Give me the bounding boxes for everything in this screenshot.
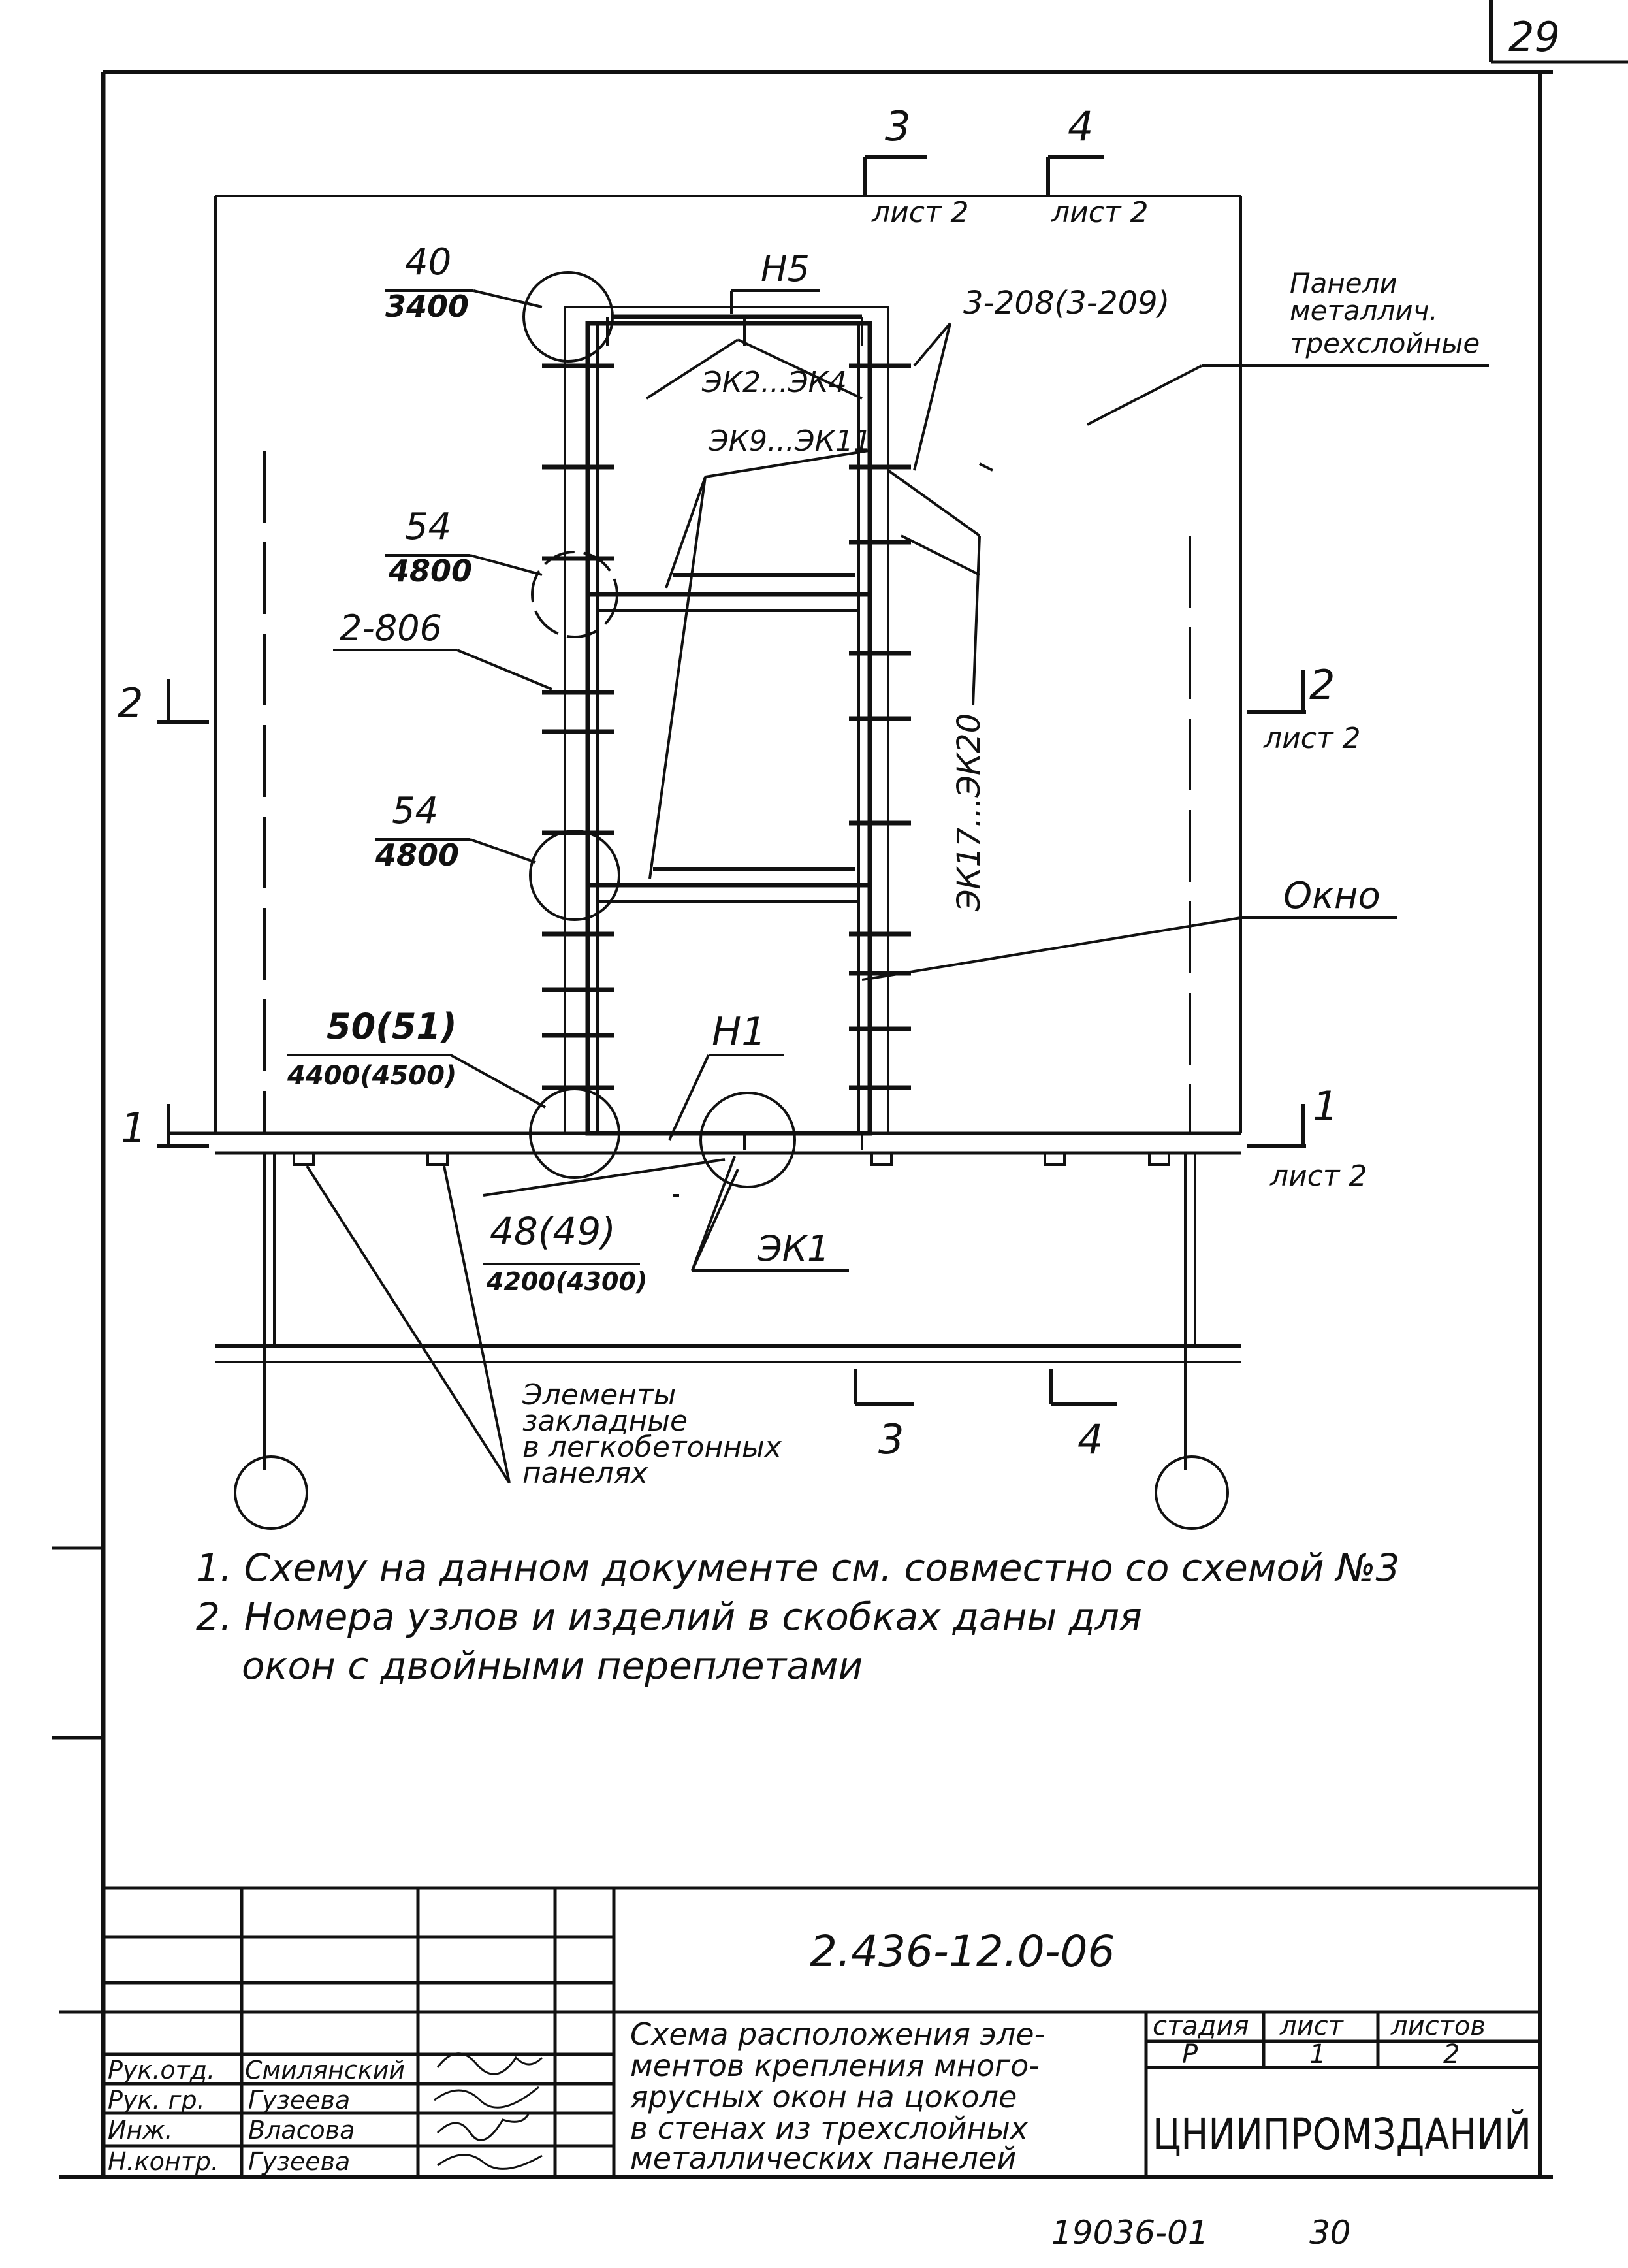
label-ek9-11: ЭК9...ЭК11 <box>708 425 872 458</box>
title-line-1: Схема расположения эле- <box>630 2017 1045 2052</box>
node-5-den: 4200(4300) <box>486 1267 647 1296</box>
node-3-den: 4800 <box>375 837 459 873</box>
signatures <box>434 2052 543 2170</box>
node-4-num: 50(51) <box>327 1006 457 1047</box>
element-labels: Н5 Н1 ЭК2...ЭК4 ЭК9...ЭК11 ЭК17...ЭК20 Э… <box>340 248 1480 1490</box>
section-3-top: 3 <box>885 103 910 150</box>
label-embedded-2: закладные <box>522 1404 688 1438</box>
node-3-num: 54 <box>392 790 438 832</box>
section-4-top: 4 <box>1068 103 1093 150</box>
node-2-den: 4800 <box>388 553 472 589</box>
footer: 19036-01 30 <box>1051 2214 1351 2252</box>
node-circles <box>522 271 796 1188</box>
section-marks <box>157 155 1306 1406</box>
node-2-num: 54 <box>405 506 451 548</box>
sheet-value: 1 <box>1309 2039 1326 2069</box>
title-line-5: металлических панелей <box>630 2141 1016 2176</box>
section-3-top-ref: лист 2 <box>871 196 969 229</box>
label-h1: Н1 <box>712 1009 766 1055</box>
section-4-top-ref: лист 2 <box>1051 196 1149 229</box>
sheet-header: лист <box>1279 2011 1345 2041</box>
node-circle-50 <box>529 1088 620 1179</box>
wall-panel-outline <box>170 195 1242 1135</box>
page-number: 30 <box>1309 2214 1351 2252</box>
stage-value: Р <box>1182 2039 1198 2069</box>
section-2-left: 2 <box>118 679 143 727</box>
section-4-bottom: 4 <box>1077 1416 1103 1463</box>
role-3: Инж. <box>108 2116 173 2145</box>
label-h5: Н5 <box>761 248 810 289</box>
label-ek17-20: ЭК17...ЭК20 <box>951 713 987 912</box>
label-embedded-3: в легкобетонных <box>522 1431 782 1464</box>
name-1: Смилянский <box>245 2056 405 2084</box>
role-4: Н.контр. <box>108 2147 219 2176</box>
notes: 1. Схему на данном документе см. совмест… <box>196 1546 1399 1688</box>
section-labels: 3 4 лист 2 лист 2 3 4 2 1 2 лист 2 1 лис… <box>118 103 1367 1463</box>
section-2-right: 2 <box>1309 661 1335 709</box>
section-3-bottom: 3 <box>878 1416 904 1463</box>
window-frame <box>542 306 911 1150</box>
label-embedded-4: панелях <box>522 1457 648 1490</box>
doc-code: 2.436-12.0-06 <box>810 1926 1115 1977</box>
sheets-header: листов <box>1390 2011 1486 2041</box>
section-1-left: 1 <box>121 1104 146 1152</box>
label-window: Окно <box>1283 875 1381 917</box>
title-line-4: в стенах из трехслойных <box>630 2111 1029 2146</box>
note-2-cont: окон с двойными переплетами <box>242 1644 863 1688</box>
node-1-den: 3400 <box>385 289 469 324</box>
role-2: Рук. гр. <box>108 2086 205 2114</box>
stage-header: стадия <box>1153 2011 1249 2041</box>
title-block: 2.436-12.0-06 Схема расположения эле- ме… <box>59 1886 1540 2177</box>
plinth-support-circle <box>234 1455 308 1530</box>
name-3: Власова <box>248 2116 355 2145</box>
name-2: Гузеева <box>248 2086 350 2114</box>
node-circle-48 <box>699 1092 796 1188</box>
inventory-number: 19036-01 <box>1051 2214 1209 2252</box>
drawing-frame <box>52 70 1553 2179</box>
label-ek1: ЭК1 <box>757 1228 829 1269</box>
organization-name: ЦНИИПРОМЗДАНИЙ <box>1153 2109 1531 2160</box>
label-panels-2: металлич. <box>1290 295 1438 327</box>
section-2-right-ref: лист 2 <box>1263 722 1361 755</box>
label-embedded-1: Элементы <box>522 1378 676 1412</box>
node-callouts: 40 3400 54 4800 54 4800 50(51) 4400(4500… <box>287 241 647 1296</box>
sheet-number: 29 <box>1508 13 1560 61</box>
node-5-num: 48(49) <box>490 1209 616 1254</box>
node-circle-54-lower <box>529 830 620 921</box>
sheets-value: 2 <box>1443 2039 1460 2069</box>
section-1-right: 1 <box>1313 1082 1338 1130</box>
label-2-806: 2-806 <box>340 608 442 649</box>
node-4-den: 4400(4500) <box>287 1061 456 1091</box>
sheet-number-box: 29 <box>1489 0 1628 64</box>
label-panels-3: трехслойные <box>1290 327 1480 359</box>
section-1-right-ref: лист 2 <box>1269 1159 1367 1193</box>
title-line-3: ярусных окон на цоколе <box>630 2079 1017 2114</box>
label-3-208: 3-208(3-209) <box>963 285 1170 321</box>
note-1: 1. Схему на данном документе см. совмест… <box>196 1546 1399 1590</box>
plinth-support-circle <box>1155 1455 1229 1530</box>
name-4: Гузеева <box>248 2147 350 2176</box>
label-panels-1: Панели <box>1290 267 1397 299</box>
node-circle-54-upper <box>531 551 618 638</box>
node-circle-40 <box>522 271 614 363</box>
note-2: 2. Номера узлов и изделий в скобках даны… <box>196 1595 1142 1639</box>
label-ek2-4: ЭК2...ЭК4 <box>701 366 847 399</box>
node-1-num: 40 <box>405 241 451 284</box>
plinth-panel <box>215 1151 1241 1530</box>
role-1: Рук.отд. <box>108 2056 215 2084</box>
title-line-2: ментов крепления много- <box>630 2048 1040 2083</box>
